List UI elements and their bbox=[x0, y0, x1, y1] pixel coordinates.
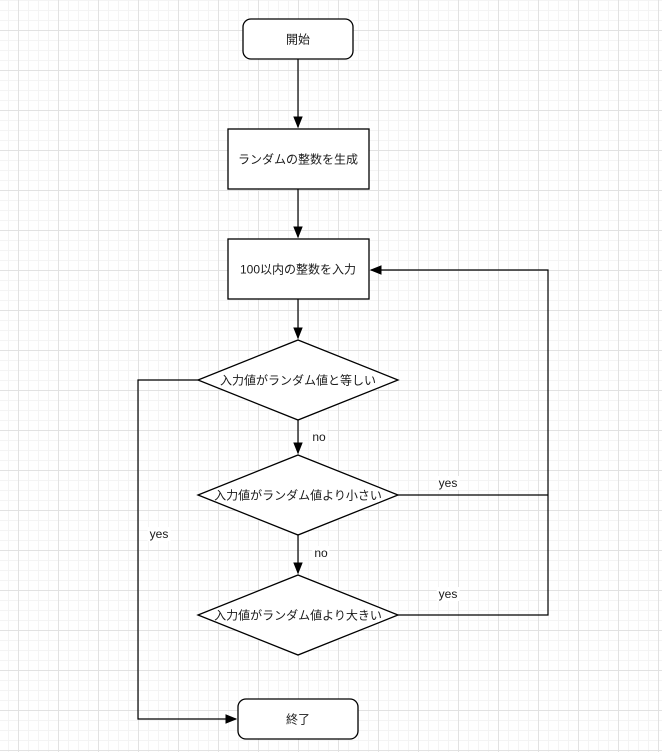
check-greater-decision-node[interactable] bbox=[196, 574, 400, 656]
input-node[interactable] bbox=[227, 238, 370, 300]
check-less-decision-node[interactable] bbox=[196, 454, 400, 536]
end-node[interactable] bbox=[237, 698, 359, 740]
edge-check-equal-yes-to-end[interactable] bbox=[137, 379, 236, 719]
nodes-layer bbox=[196, 18, 400, 740]
edge-check-greater-yes-to-input[interactable] bbox=[371, 270, 549, 616]
edges-layer bbox=[137, 59, 549, 719]
generate-node[interactable] bbox=[227, 128, 370, 190]
check-equal-decision-node[interactable] bbox=[196, 339, 400, 421]
start-node[interactable] bbox=[242, 18, 354, 60]
